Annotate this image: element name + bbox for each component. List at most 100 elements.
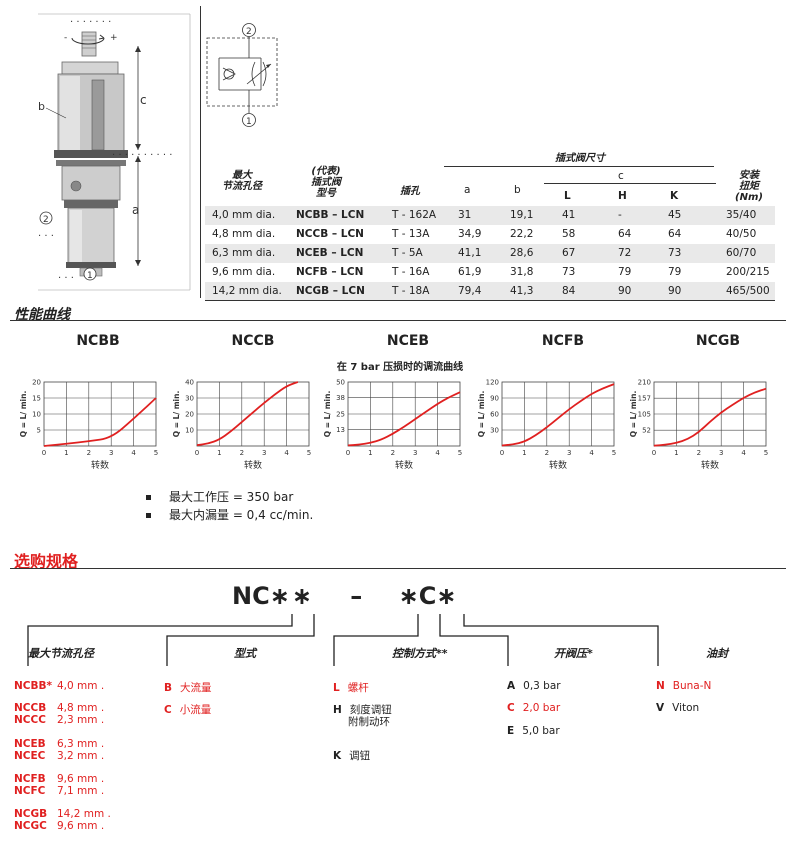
x-tick-label: 5 <box>307 449 311 457</box>
col-header-seal: 油封 <box>706 647 728 660</box>
x-tick-label: 1 <box>674 449 678 457</box>
y-axis-label: Q = L/ min. <box>477 391 486 438</box>
y-tick-label: 30 <box>490 427 499 435</box>
ordering-section-title: 选购规格 <box>14 552 79 571</box>
x-tick-label: 5 <box>612 449 616 457</box>
y-tick-label: 20 <box>185 411 194 419</box>
spec-max-pressure: 最大工作压 = 350 bar <box>146 488 293 505</box>
row-a: 34,9 <box>458 228 482 240</box>
row-L: 84 <box>562 285 576 297</box>
row-torque: 40/50 <box>726 228 757 240</box>
row-K: 64 <box>668 228 682 240</box>
hdr-L: L <box>564 190 571 202</box>
row-model: NCBB – LCN <box>296 209 365 221</box>
y-tick-label: 20 <box>32 379 41 387</box>
hydraulic-schematic: 2 1 <box>205 20 285 130</box>
row-a: 41,1 <box>458 247 482 259</box>
y-tick-label: 50 <box>336 379 345 387</box>
flow-curve <box>196 381 299 447</box>
chart-title-nccb: NCCB <box>231 333 275 349</box>
y-axis-label: Q = L/ min. <box>172 391 181 438</box>
row-model: NCCB – LCN <box>296 228 364 240</box>
x-tick-label: 5 <box>764 449 768 457</box>
flow-curve <box>43 397 157 447</box>
x-tick-label: 4 <box>284 449 289 457</box>
hdr-size-group: 插式阀尺寸 <box>555 153 605 164</box>
perf-subtitle: 在 7 bar 压损时的调流曲线 <box>336 362 464 373</box>
top-divider <box>200 6 201 298</box>
row-dia: 14,2 mm dia. <box>212 285 282 297</box>
x-tick-label: 2 <box>87 449 91 457</box>
x-axis-label: 转数 <box>549 459 567 471</box>
perf-section-title: 性能曲线 <box>14 307 70 323</box>
x-axis-label: 转数 <box>701 459 719 471</box>
x-tick-label: 4 <box>741 449 746 457</box>
x-tick-label: 1 <box>64 449 68 457</box>
y-tick-label: 120 <box>486 379 499 387</box>
flow-curve <box>653 387 767 447</box>
row-H: 72 <box>618 247 632 259</box>
row-b: 31,8 <box>510 266 534 278</box>
perf-rule <box>10 320 786 321</box>
flow-curve <box>347 391 461 447</box>
y-tick-label: 105 <box>638 411 651 419</box>
x-tick-label: 0 <box>652 449 656 457</box>
row-H: 79 <box>618 266 632 278</box>
chart-title-ncgb: NCGB <box>695 333 741 349</box>
y-axis-label: Q = L/ min. <box>19 391 28 438</box>
svg-text:2: 2 <box>246 27 252 37</box>
table-bottom-rule <box>205 300 775 301</box>
x-tick-label: 0 <box>500 449 504 457</box>
bore-option: NCBB*4,0 mm . <box>14 680 105 692</box>
x-tick-label: 1 <box>368 449 372 457</box>
svg-text:. . . . . . . . . .: . . . . . . . . . . <box>112 147 172 158</box>
svg-text:. . . . . . .: . . . . . . . <box>70 14 111 25</box>
row-torque: 35/40 <box>726 209 757 221</box>
spec-max-leakage: 最大内漏量 = 0,4 cc/min. <box>146 506 313 523</box>
row-torque: 200/215 <box>726 266 770 278</box>
svg-text:1: 1 <box>87 271 93 281</box>
row-dia: 6,3 mm dia. <box>212 247 276 259</box>
row-model: NCFB – LCN <box>296 266 364 278</box>
svg-text:. . .: . . . <box>38 228 54 239</box>
control-option-H-line2: 附制动环 <box>348 716 390 728</box>
row-K: 90 <box>668 285 682 297</box>
row-L: 58 <box>562 228 576 240</box>
x-tick-label: 3 <box>567 449 571 457</box>
row-K: 45 <box>668 209 682 221</box>
col-header-crack: 开阀压* <box>554 647 593 660</box>
svg-text:2: 2 <box>43 215 49 225</box>
x-axis-label: 转数 <box>244 459 262 471</box>
svg-text:+: + <box>110 33 118 43</box>
row-a: 79,4 <box>458 285 482 297</box>
row-model: NCGB – LCN <box>296 285 365 297</box>
hdr-c: c <box>618 170 624 182</box>
x-tick-label: 0 <box>42 449 46 457</box>
row-L: 41 <box>562 209 576 221</box>
y-tick-label: 30 <box>185 395 194 403</box>
hdr-c-rule <box>544 183 716 184</box>
row-b: 19,1 <box>510 209 534 221</box>
x-tick-label: 5 <box>458 449 462 457</box>
hdr-a: a <box>464 184 471 196</box>
x-tick-label: 4 <box>131 449 136 457</box>
hdr-model: (代表) 插式阀 型号 <box>311 166 341 199</box>
x-tick-label: 3 <box>413 449 417 457</box>
y-tick-label: 10 <box>185 427 194 435</box>
row-a: 31 <box>458 209 472 221</box>
